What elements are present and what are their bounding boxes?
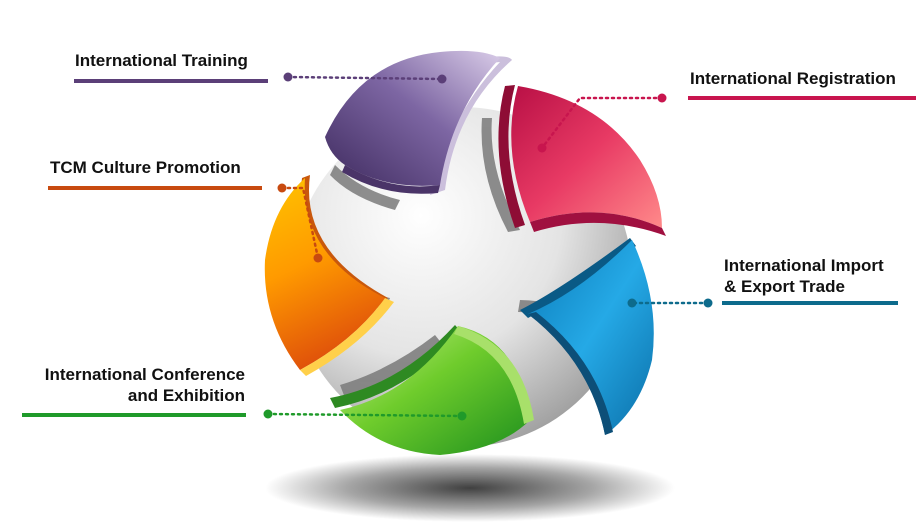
label-import-export: International Import & Export Trade xyxy=(724,255,884,297)
label-tcm-line-1: TCM Culture Promotion xyxy=(50,158,241,177)
petal-import-export xyxy=(520,238,654,435)
bar-tcm xyxy=(48,186,262,190)
label-training-line-1: International Training xyxy=(75,51,248,70)
petal-conference xyxy=(330,325,534,455)
label-conference: International Conference and Exhibition xyxy=(24,364,245,406)
label-import-export-line-1: International Import xyxy=(724,256,884,275)
dot-tcm-outer xyxy=(277,183,287,193)
dot-registration-outer xyxy=(657,93,667,103)
label-registration-line-1: International Registration xyxy=(690,69,896,88)
petal-tcm xyxy=(264,175,394,376)
connector-conference xyxy=(266,412,464,418)
dot-import-export-outer xyxy=(703,298,713,308)
label-conference-line-2: and Exhibition xyxy=(127,386,245,405)
dot-conference-inner xyxy=(457,411,467,421)
floor-shadow xyxy=(265,454,675,522)
dot-training-inner xyxy=(437,74,447,84)
bar-training xyxy=(74,79,268,83)
label-conference-line-1: International Conference xyxy=(44,365,245,384)
label-training: International Training xyxy=(75,50,248,71)
dot-registration-inner xyxy=(537,143,547,153)
bar-import-export xyxy=(722,301,898,305)
bar-conference xyxy=(22,413,246,417)
dot-conference-outer xyxy=(263,409,273,419)
dot-training-outer xyxy=(283,72,293,82)
dot-import-export-inner xyxy=(627,298,637,308)
dot-tcm-inner xyxy=(313,253,323,263)
connector-tcm xyxy=(280,186,320,260)
label-registration: International Registration xyxy=(690,68,896,89)
petal-registration xyxy=(498,85,666,236)
connector-training xyxy=(286,75,444,81)
label-tcm: TCM Culture Promotion xyxy=(50,157,241,178)
label-import-export-line-2: & Export Trade xyxy=(724,277,845,296)
bar-registration xyxy=(688,96,916,100)
petal-training xyxy=(325,50,512,195)
